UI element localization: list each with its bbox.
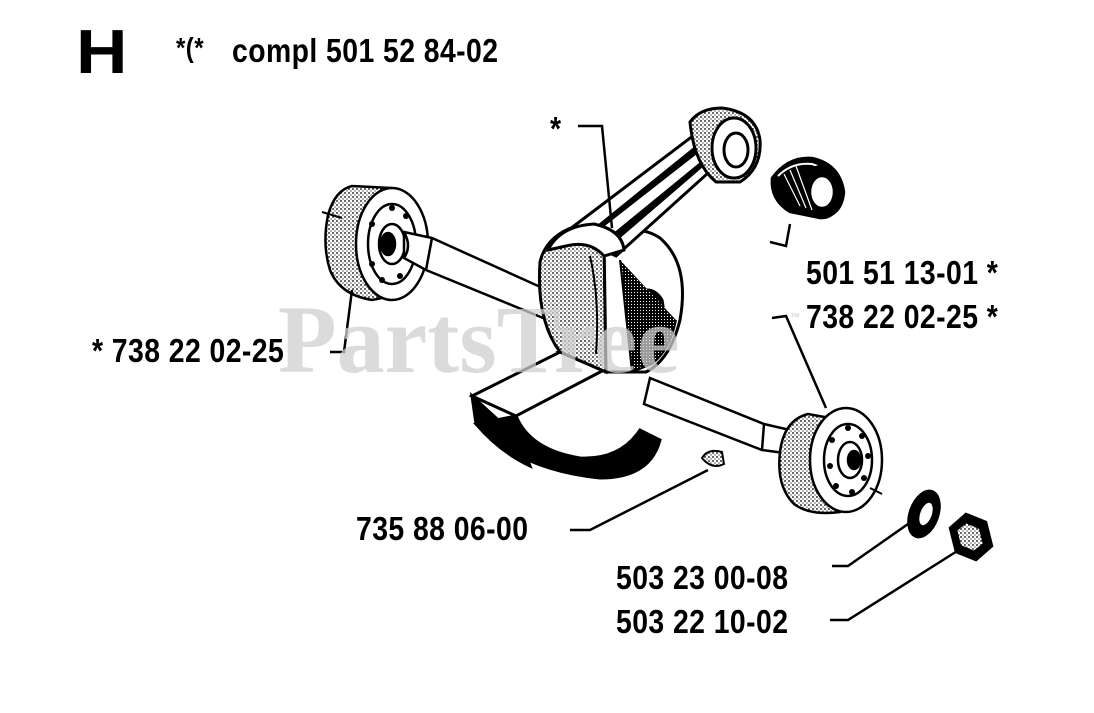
watermark-tm: ™	[790, 312, 800, 323]
crank-web	[468, 224, 684, 480]
washer	[907, 489, 941, 539]
callout-nut[interactable]: 503 22 10-02	[616, 603, 789, 640]
left-bearing	[324, 184, 430, 302]
nut	[948, 512, 994, 562]
connecting-rod	[545, 106, 762, 258]
callout-key[interactable]: 735 88 06-00	[356, 510, 529, 547]
callout-bearing-left[interactable]: * 738 22 02-25	[92, 332, 285, 369]
woodruff-key	[700, 449, 726, 467]
needle-bearing	[770, 156, 846, 220]
section-letter: H	[76, 18, 128, 87]
watermark: PartsTree	[278, 286, 680, 393]
callout-needle-bearing[interactable]: 501 51 13-01 *	[806, 254, 999, 291]
callout-washer[interactable]: 503 23 00-08	[616, 559, 789, 596]
callout-conrod-star: *	[550, 110, 562, 147]
right-bearing	[778, 406, 884, 515]
kit-prefix: *(*	[176, 32, 205, 63]
kit-label: compl 501 52 84-02	[232, 32, 499, 69]
leader-lines	[330, 124, 963, 622]
callout-bearing-right[interactable]: 738 22 02-25 *	[806, 298, 999, 335]
